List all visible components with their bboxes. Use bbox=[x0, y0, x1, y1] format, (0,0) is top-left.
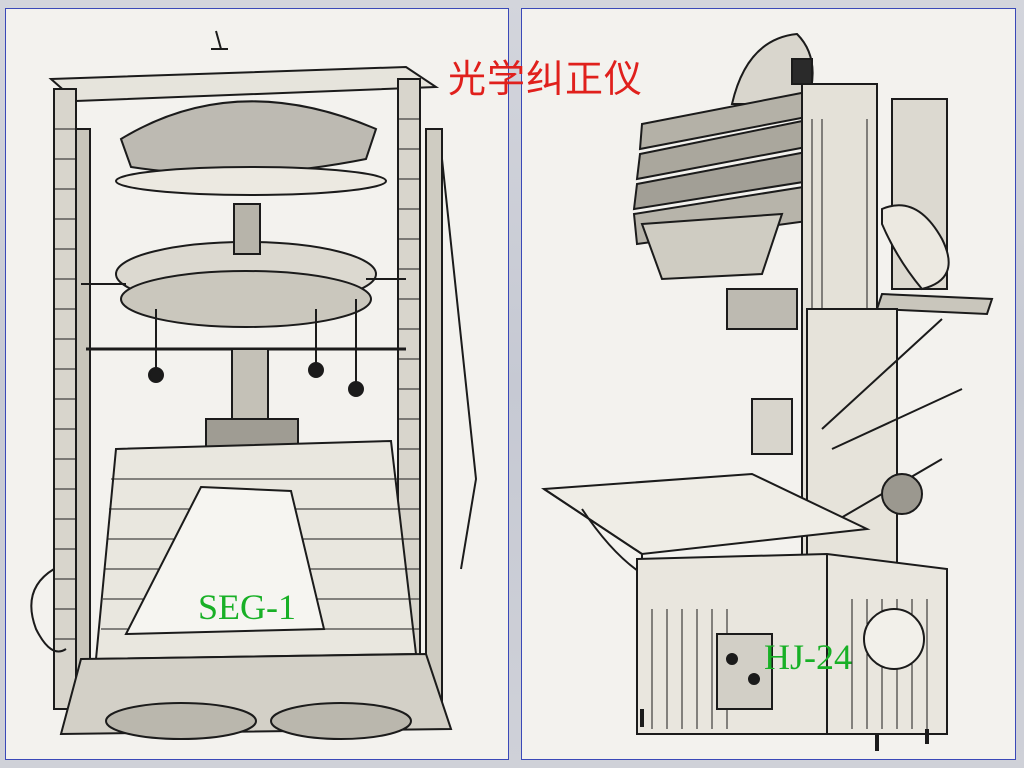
figure-hj24-panel bbox=[521, 8, 1016, 760]
slide-title: 光学纠正仪 bbox=[448, 57, 644, 101]
figure-seg1-panel bbox=[5, 8, 509, 760]
figure-label-seg1: SEG-1 bbox=[198, 587, 296, 627]
seg1-machine-drawing bbox=[30, 30, 478, 740]
hj24-machine-drawing bbox=[541, 32, 994, 751]
figure-label-hj24: HJ-24 bbox=[764, 637, 852, 677]
